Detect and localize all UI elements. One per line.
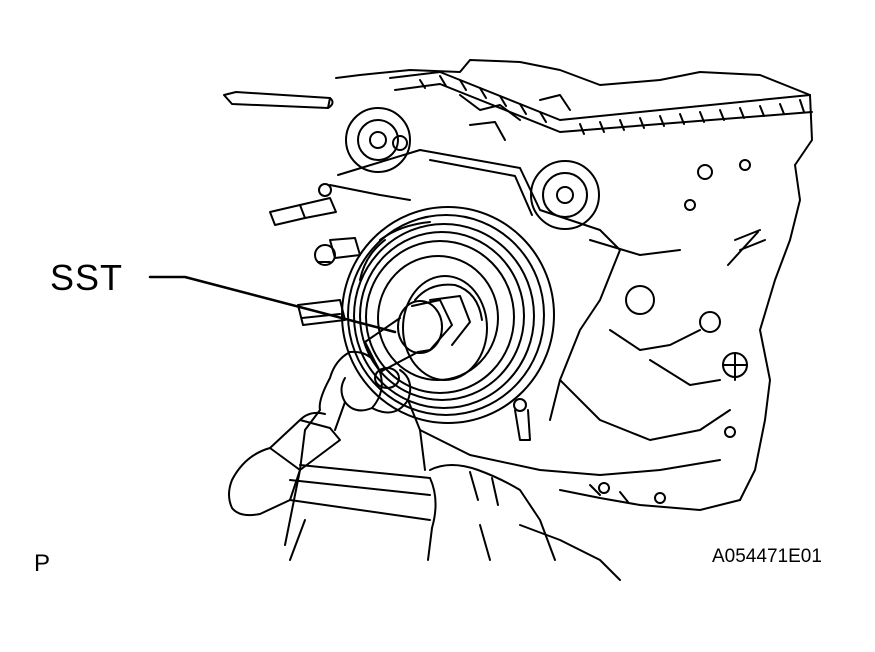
callout-leader-line	[148, 275, 397, 334]
view-letter: P	[34, 550, 51, 577]
engine-block-icon	[223, 59, 813, 581]
sst-callout-label: SST	[50, 257, 124, 298]
crankshaft-pulley-icon	[341, 206, 555, 424]
hammer-icon	[228, 350, 556, 561]
figure-id: A054471E01	[712, 546, 822, 567]
